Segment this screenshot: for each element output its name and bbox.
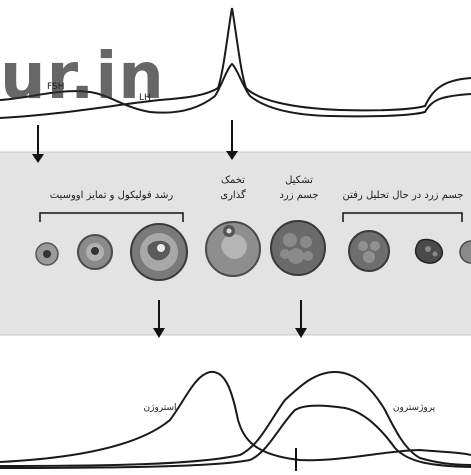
lh-label: LH (139, 93, 151, 103)
follicle-stage-1 (36, 243, 58, 265)
fsh-label: FSH (47, 82, 65, 92)
corpus-formation-line1: تشکیل (271, 175, 327, 187)
corpus-formation-line2: جسم زرد (271, 190, 327, 202)
estrogen-curve (0, 372, 471, 462)
ovulating-follicle (206, 222, 260, 276)
progesterone-label: پروژسترون (386, 403, 442, 413)
corpus-regression-label: جسم زرد در حال تحلیل رفتن (340, 190, 466, 202)
corpus-luteum-regressing-1 (349, 231, 389, 271)
follicle-stage-2 (78, 235, 112, 269)
follicle-stage-3 (131, 224, 187, 280)
ovulation-label-line2: گذاری (205, 190, 261, 202)
follicle-growth-label: رشد فولیکول و تمایز اووسیت (40, 190, 183, 202)
ovulation-label-line1: تخمک (205, 175, 261, 187)
corpus-luteum-forming (271, 221, 325, 275)
estrogen-label: استروژن (135, 403, 185, 413)
corpus-luteum-regressing-2 (416, 239, 443, 263)
